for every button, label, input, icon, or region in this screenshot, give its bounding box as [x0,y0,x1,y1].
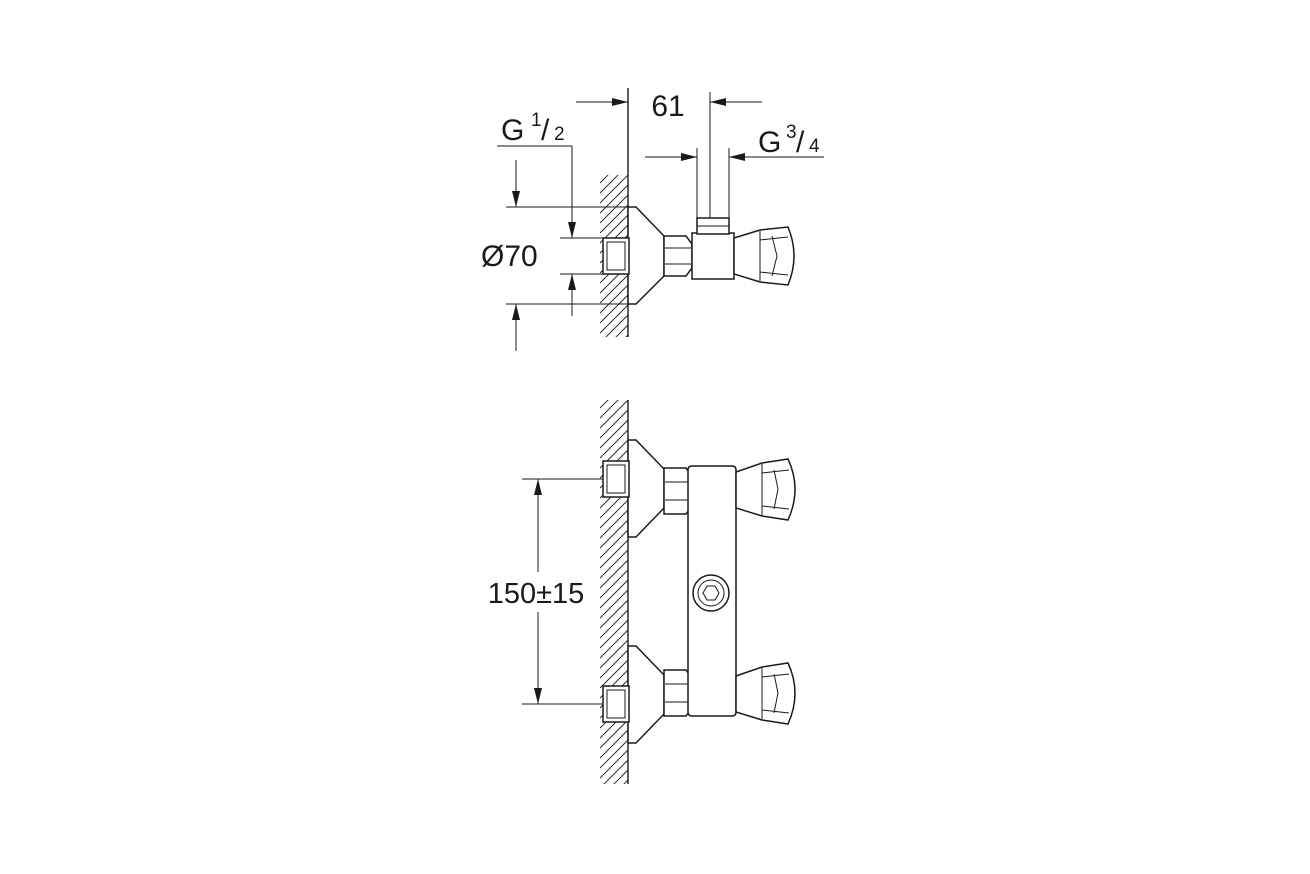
front-view: 150±15 [488,360,796,848]
svg-text:/: / [541,114,550,147]
inlet-connector-inner [606,241,626,271]
hatch-line [600,175,609,184]
hatch-line [600,175,619,194]
hatch-line [600,649,628,679]
hatch-line [600,810,628,838]
hatch-line [600,370,628,398]
hatch-line [600,409,628,439]
hatch-line [623,779,628,784]
hatch-line [600,790,628,818]
hatch-line [600,274,628,304]
hatch-line [600,194,628,224]
center-distance-label: 150±15 [488,578,585,610]
rosette-side [627,206,665,305]
hatch-line [600,739,628,769]
handle-lower [735,662,796,725]
hatch-line [600,400,628,429]
hatch-line [600,529,628,559]
hatch-line [613,769,628,784]
hatch-line [600,800,628,828]
hatch-line [600,729,628,759]
hex-nut-side [663,235,693,277]
hatch-line [600,539,628,569]
wall-hatch-bottom [600,360,628,848]
valve-body-side [691,232,735,280]
inlet-thread-label: G 1 / 2 [501,110,565,147]
hatch-line [600,355,628,383]
hatch-line [600,719,628,749]
hatch-line [600,639,628,669]
hatch-line [600,559,628,589]
hatch-line [600,519,628,549]
svg-text:3: 3 [786,122,797,143]
rosette-lower [627,645,665,744]
hatch-line [600,284,628,314]
hatch-line [600,400,619,419]
hatch-line [600,659,628,689]
dim-61-label: 61 [651,90,684,123]
hatch-line [600,304,628,334]
hatch-line [600,579,628,609]
hatch-line [600,820,628,848]
svg-text:1: 1 [531,110,542,131]
hatch-line [600,145,628,173]
hatch-line [600,345,628,373]
hatch-line [605,314,628,337]
hatch-line [600,419,628,449]
hatch-line [600,175,628,204]
hatch-line [600,569,628,599]
svg-text:/: / [796,126,805,159]
hatch-line [600,135,628,163]
hatch-line [600,429,628,459]
hatch-line [600,365,628,393]
hatch-line [600,204,628,234]
hatch-line [600,375,628,403]
hatch-line [625,334,628,337]
svg-text:2: 2 [554,124,565,145]
hatch-line [600,589,628,619]
handle-upper [735,458,796,521]
hatch-line [600,360,628,388]
hatch-line [600,509,628,539]
svg-text:G: G [501,114,524,147]
hatch-line [603,759,628,784]
svg-text:G: G [758,126,781,159]
hatch-line [600,400,609,409]
rosette-diameter-label: Ø70 [481,240,538,273]
handle-side [733,226,795,286]
hatch-line [600,609,628,639]
hatch-line [600,619,628,649]
rosette-upper [627,439,665,538]
svg-text:4: 4 [809,136,820,157]
hatch-line [600,749,628,779]
hatch-line [600,549,628,579]
outlet-thread-label: G 3 / 4 [758,122,820,159]
hatch-line [600,629,628,659]
side-view: 61 G 3 / 4 G 1 / 2 [481,88,824,403]
hatch-line [600,184,628,214]
hatch-line [615,324,628,337]
hatch-line [600,294,628,324]
hatch-line [600,599,628,629]
hatch-line [600,499,628,529]
